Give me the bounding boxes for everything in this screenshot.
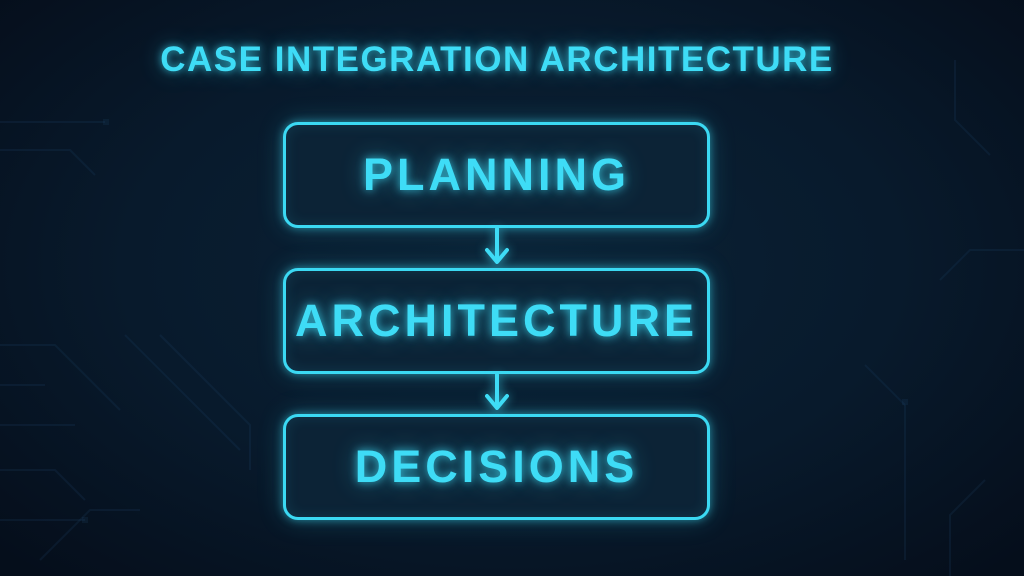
arrow-down-icon [484,374,509,410]
arrow-down-icon [484,228,509,264]
node-label: ARCHITECTURE [295,295,698,346]
node-label: PLANNING [363,149,630,200]
flow-node-architecture: ARCHITECTURE [283,268,710,374]
diagram-title: CASE INTEGRATION ARCHITECTURE [160,40,834,79]
flow-node-planning: PLANNING [283,122,710,228]
flowchart: PLANNING ARCHITECTURE DECISIONS [283,122,710,520]
flow-node-decisions: DECISIONS [283,414,710,520]
node-label: DECISIONS [354,441,639,492]
